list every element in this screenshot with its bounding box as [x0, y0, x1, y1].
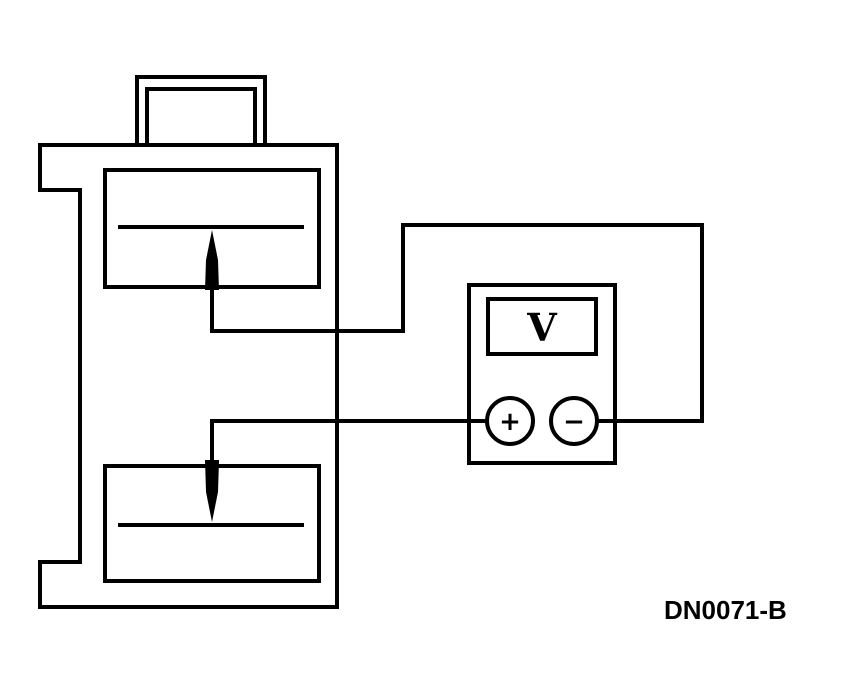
negative-terminal	[549, 396, 599, 446]
positive-terminal-label: +	[499, 407, 521, 437]
connector-body	[38, 143, 339, 609]
voltmeter-display	[486, 297, 598, 356]
lower-probe-tip	[205, 460, 219, 522]
figure-id-label: DN0071-B	[664, 595, 787, 625]
negative-terminal-label: −	[563, 407, 585, 437]
upper-probe-tip	[205, 230, 219, 290]
negative-test-lead	[210, 223, 704, 423]
voltmeter: V + −	[467, 283, 617, 465]
positive-terminal	[485, 396, 535, 446]
positive-test-lead	[210, 419, 487, 462]
voltmeter-symbol: V	[526, 305, 558, 350]
connector-locking-tab	[135, 75, 267, 145]
